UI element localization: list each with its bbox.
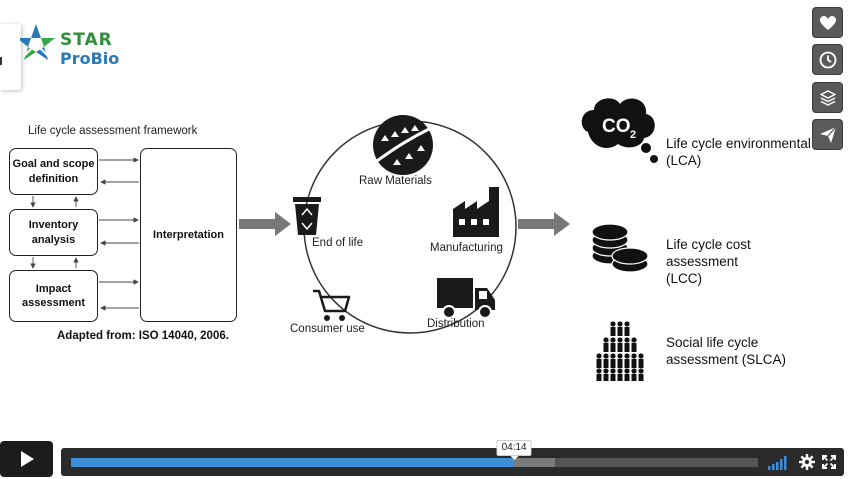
truck-icon [437, 278, 495, 319]
play-button[interactable] [0, 441, 53, 477]
time-tooltip: 04:14 [496, 440, 532, 460]
people-pyramid-icon [596, 321, 644, 381]
box-inventory-analysis: Inventory analysis [9, 209, 98, 256]
clock-icon [819, 51, 836, 68]
progress-track[interactable] [71, 458, 758, 467]
box-goal-scope: Goal and scope definition [9, 148, 98, 195]
assessment-lcc-line1: Life cycle cost [666, 237, 751, 252]
label-manufacturing: Manufacturing [430, 242, 503, 254]
assessment-lcc: Life cycle cost assessment (LCC) [666, 236, 751, 287]
factory-icon [453, 187, 499, 237]
volume-icon[interactable] [768, 456, 790, 470]
share-button[interactable] [812, 119, 843, 150]
control-bar [61, 448, 844, 476]
framework-arrows [30, 157, 139, 311]
progress-played [71, 458, 515, 467]
assessment-lca: Life cycle environmental (LCA) [666, 135, 811, 169]
arrow-right-icon [518, 212, 570, 236]
assessment-slca-line1: Social life cycle [666, 335, 759, 350]
recycle-bin-icon [293, 197, 321, 235]
assessment-lca-line2: (LCA) [666, 153, 702, 168]
assessment-lcc-line3: (LCC) [666, 271, 702, 286]
paper-plane-icon [819, 126, 836, 143]
coins-stack-icon [591, 223, 649, 273]
co2-subscript: 2 [630, 129, 636, 141]
watch-later-button[interactable] [812, 44, 843, 75]
layers-icon [819, 89, 836, 106]
label-distribution: Distribution [427, 318, 485, 330]
assessment-slca-line2: assessment (SLCA) [666, 352, 787, 367]
shopping-cart-icon [313, 289, 351, 321]
heart-icon [819, 15, 836, 30]
raw-materials-icon [373, 115, 433, 175]
label-end-of-life: End of life [312, 237, 364, 249]
co2-text: CO [602, 116, 631, 137]
play-icon [20, 451, 34, 467]
logo-star-icon [20, 24, 55, 60]
fullscreen-icon[interactable] [822, 455, 836, 469]
box-interpretation: Interpretation [140, 148, 237, 322]
box-impact-assessment: Impact assessment [9, 270, 98, 322]
collections-button[interactable] [812, 82, 843, 113]
label-consumer-use: Consumer use [290, 323, 365, 335]
assessment-lca-line1: Life cycle environmental [666, 136, 811, 151]
assessment-lcc-line2: assessment [666, 254, 739, 269]
logo-text-star: STAR [60, 30, 113, 50]
side-panel-tab[interactable] [0, 24, 21, 90]
assessment-slca: Social life cycle assessment (SLCA) [666, 334, 786, 368]
framework-title: Life cycle assessment framework [28, 125, 198, 137]
framework-source: Adapted from: ISO 14040, 2006. [57, 330, 229, 342]
label-raw-materials: Raw Materials [359, 175, 432, 187]
arrow-right-icon [239, 212, 291, 236]
settings-gear-icon[interactable] [799, 454, 815, 470]
logo-text-probio: ProBio [60, 49, 120, 68]
like-button[interactable] [812, 7, 843, 38]
co2-cloud-icon: CO 2 [581, 98, 658, 163]
